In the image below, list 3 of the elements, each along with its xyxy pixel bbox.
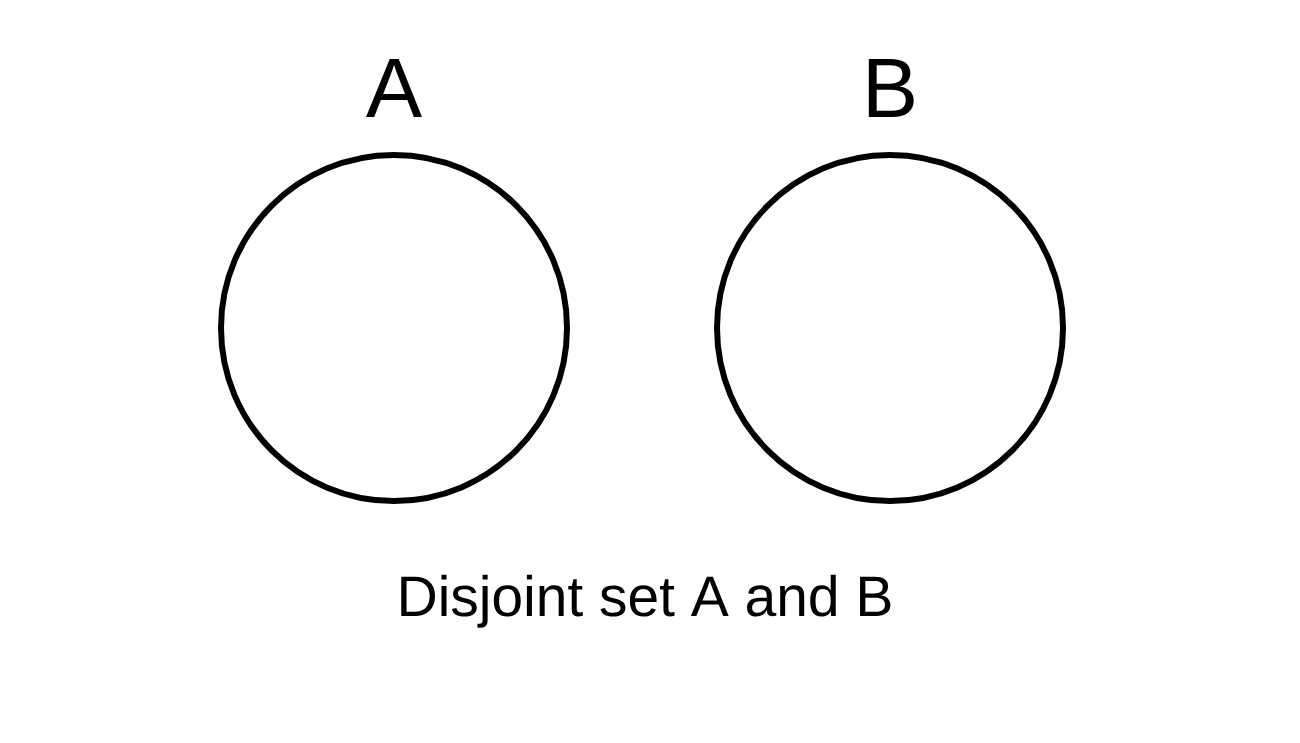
set-label: A <box>366 58 422 117</box>
caption: Disjoint set A and B <box>401 574 891 628</box>
set-label: B <box>868 58 914 117</box>
